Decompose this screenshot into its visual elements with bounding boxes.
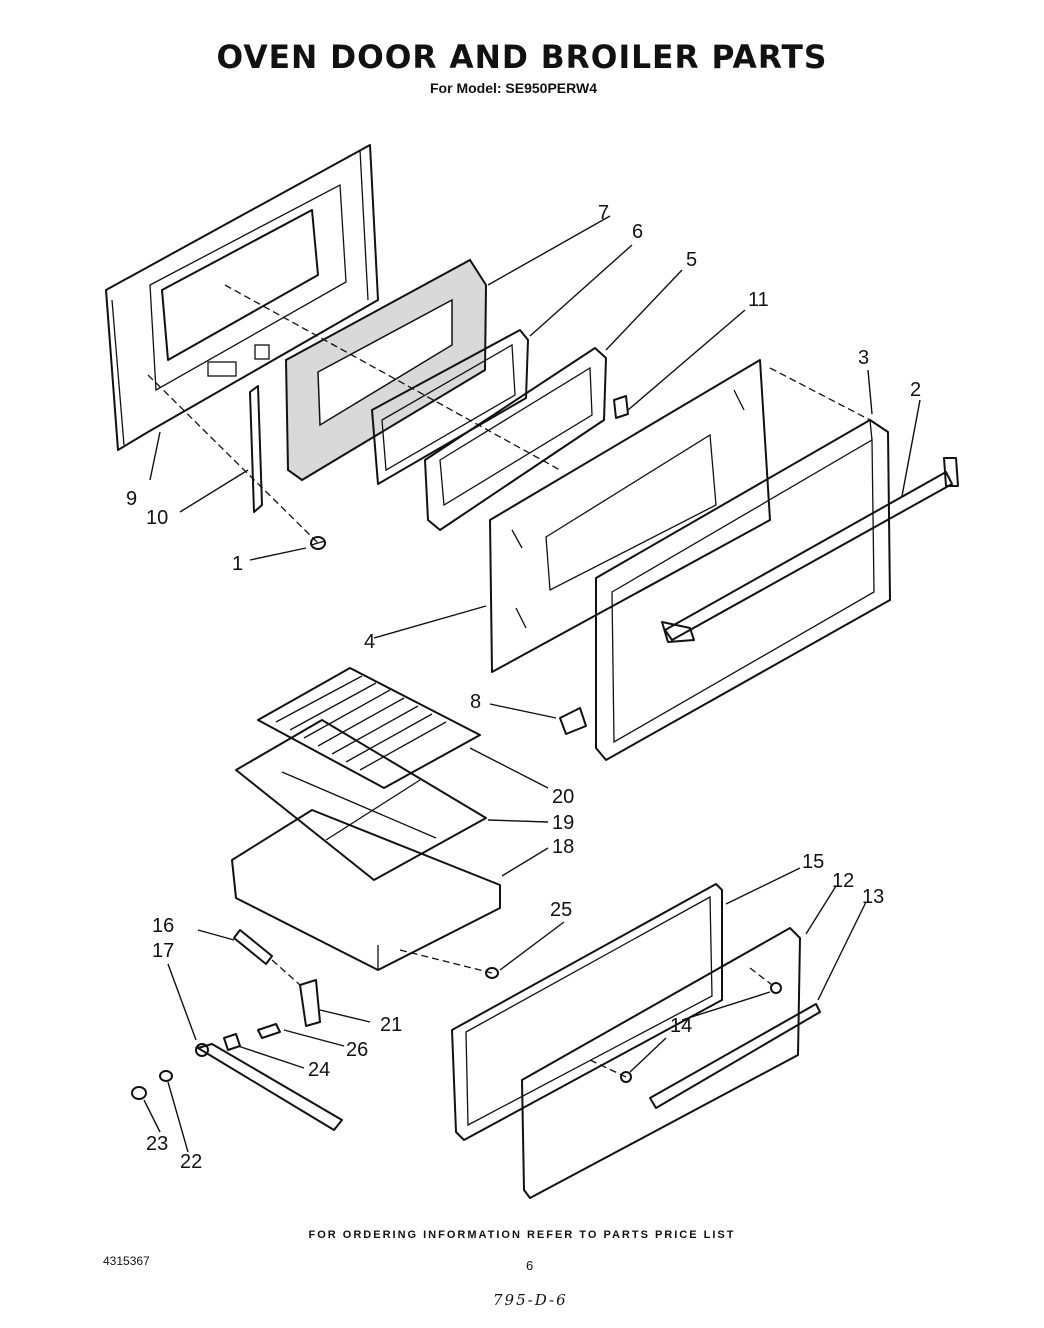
callout-7: 7	[598, 202, 609, 224]
handwritten-code: 795-D-6	[493, 1291, 568, 1309]
broiler-rail	[131, 1033, 343, 1131]
model-subtitle: For Model: SE950PERW4	[430, 80, 598, 96]
callout-3: 3	[858, 347, 869, 369]
broiler-drawer-liner	[451, 883, 723, 1141]
callout-26: 26	[346, 1039, 368, 1061]
broiler-drawer-handle	[649, 1003, 821, 1109]
latch-bracket	[299, 979, 321, 1027]
callout-2: 2	[910, 379, 921, 401]
callout-6: 6	[632, 221, 643, 243]
callout-5: 5	[686, 249, 697, 271]
clip-part-11	[613, 395, 629, 419]
callout-21: 21	[380, 1014, 402, 1036]
callout-4: 4	[364, 631, 375, 653]
screw-part-1	[310, 536, 326, 550]
document-number: 4315367	[103, 1254, 150, 1268]
callout-12: 12	[832, 870, 854, 892]
broiler-pan	[231, 809, 501, 971]
pin-part-26	[257, 1023, 281, 1039]
outer-door-glass	[489, 359, 771, 673]
spring-part-16	[233, 929, 273, 965]
inner-window-glass	[371, 329, 529, 485]
callout-23: 23	[146, 1133, 168, 1155]
door-side-channel	[249, 385, 263, 513]
callout-25: 25	[550, 899, 572, 921]
callout-13: 13	[862, 886, 884, 908]
broiler-pan-insert	[235, 719, 487, 881]
door-handle	[661, 457, 959, 643]
callout-10: 10	[146, 507, 168, 529]
ordering-note: FOR ORDERING INFORMATION REFER TO PARTS …	[308, 1229, 736, 1241]
screw-part-25	[485, 967, 499, 979]
window-frame	[424, 347, 607, 531]
hinge-bracket	[559, 707, 587, 735]
page-number: 6	[526, 1258, 534, 1273]
inner-door-panel	[105, 144, 379, 451]
callout-11: 11	[748, 289, 769, 311]
callout-16: 16	[152, 915, 174, 937]
callout-20: 20	[552, 786, 574, 808]
callout-18: 18	[552, 836, 574, 858]
callout-1: 1	[232, 553, 243, 575]
broiler-grid	[257, 667, 481, 789]
callout-22: 22	[180, 1151, 202, 1173]
assembly-lines	[147, 284, 871, 1078]
fasteners-part-14	[620, 982, 782, 1083]
callout-labels: 7 6 5 11 3 2 9 10 1 4 8 20 19 18 15 12 1…	[126, 202, 921, 1173]
callout-19: 19	[552, 812, 574, 834]
leader-lines	[143, 215, 921, 1153]
page-title: OVEN DOOR AND BROILER PARTS	[216, 38, 828, 76]
door-insulation	[284, 258, 488, 482]
callout-17: 17	[152, 940, 174, 962]
callout-14-upper: 14	[670, 1015, 692, 1037]
callout-8: 8	[470, 691, 481, 713]
callout-9: 9	[126, 488, 137, 510]
callout-24: 24	[308, 1059, 330, 1081]
callout-15: 15	[802, 851, 824, 873]
broiler-drawer-panel	[521, 927, 801, 1199]
